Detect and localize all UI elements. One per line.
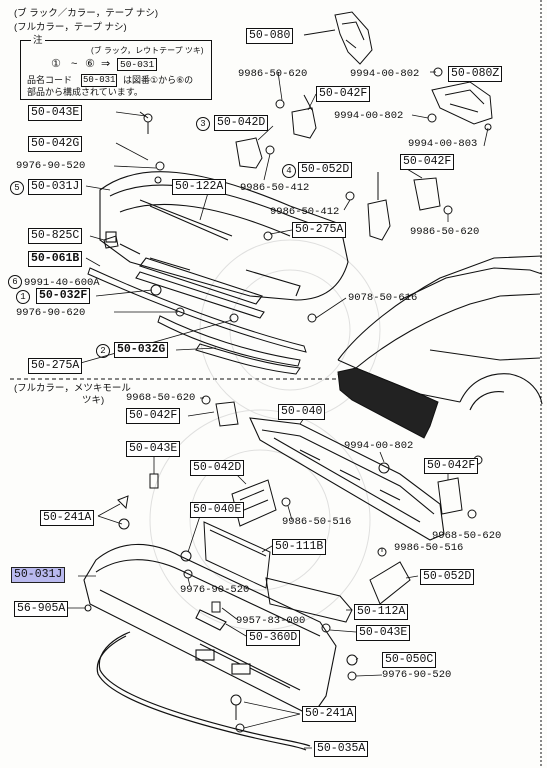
part-label-50-042f-a[interactable]: 50-042F [316, 86, 371, 102]
legend-c6: ⑥ [85, 58, 95, 70]
part-label-circle-1[interactable]: 1 [16, 290, 32, 304]
circle-6-icon: 6 [8, 275, 22, 289]
part-label-9986-50-620-b[interactable]: 9986-50-620 [410, 226, 480, 238]
part-label-50-061b[interactable]: 50-061B [28, 251, 83, 267]
part-label-50-080z[interactable]: 50-080Z [448, 66, 503, 82]
part-label-50-043e-c[interactable]: 50-043E [356, 625, 411, 641]
part-label-9986-50-412-b[interactable]: 9986-50-412 [270, 206, 340, 218]
bracket-50-052d-lower [369, 547, 411, 605]
mid-note-1: (フルカラー，メツキモール [14, 383, 131, 394]
part-9991-40-600a: 9991-40-600A [24, 276, 100, 289]
strip-50-035a [96, 631, 311, 751]
part-label-9078-50-616[interactable]: 9078-50-616 [348, 292, 418, 304]
part-label-circle-4[interactable]: 4 [282, 164, 298, 178]
part-label-50-042f-b[interactable]: 50-042F [400, 154, 455, 170]
part-label-50-275a-b[interactable]: 50-275A [28, 358, 83, 374]
mid-note-2: ツキ) [82, 395, 105, 406]
part-label-56-905a[interactable]: 56-905A [14, 601, 69, 617]
legend-title: 注 [31, 35, 45, 46]
part-label-9986-50-516-a[interactable]: 9986-50-516 [282, 516, 352, 528]
part-label-50-241a-a[interactable]: 50-241A [40, 510, 95, 526]
part-label-50-080[interactable]: 50-080 [246, 28, 294, 44]
circle-4-icon: 4 [282, 164, 296, 178]
part-label-50-042d-b[interactable]: 50-042D [190, 460, 245, 476]
moulding-strips [87, 267, 307, 375]
part-label-50-360d[interactable]: 50-360D [246, 630, 301, 646]
part-label-9986-50-516-b[interactable]: 9986-50-516 [394, 542, 464, 554]
part-label-50-050c[interactable]: 50-050C [382, 652, 437, 668]
bracket-50-042d-top [235, 137, 275, 169]
part-label-50-241a-b[interactable]: 50-241A [302, 706, 357, 722]
part-label-50-031j-a[interactable]: 50-031J [28, 179, 83, 195]
circle-5-icon: 5 [10, 181, 24, 195]
strip-50-111b [203, 521, 271, 589]
part-label-50-122a[interactable]: 50-122A [172, 179, 227, 195]
legend-line3: 部品から構成されています。 [27, 87, 143, 97]
part-label-9968-50-620-a[interactable]: 9968-50-620 [126, 392, 196, 404]
legend-line2c: は図番①から⑥の [123, 75, 194, 85]
fasteners-upper [103, 111, 317, 323]
reinforcement-50-040 [249, 417, 445, 541]
circle-2-icon: 2 [96, 344, 110, 358]
part-label-9968-50-620-b[interactable]: 9968-50-620 [432, 530, 502, 542]
legend-line2a: 品名コード [27, 75, 73, 85]
part-label-50-112a[interactable]: 50-112A [354, 604, 409, 620]
part-label-9986-50-412-a[interactable]: 9986-50-412 [240, 182, 310, 194]
legend-sub: (ブ ラック，レウトテープ ツキ) [91, 46, 204, 55]
moulding-50-112a [265, 577, 353, 623]
legend-c1: ① [51, 58, 61, 70]
part-label-9994-00-802-c[interactable]: 9994-00-802 [344, 440, 414, 452]
circle-1-icon: 1 [16, 290, 30, 304]
part-label-50-042g[interactable]: 50-042G [28, 136, 83, 152]
bracket-50-042f-lower-left [201, 395, 239, 427]
header-note-2: (フルカラー，テープ ナシ) [14, 22, 127, 33]
part-label-9976-90-520-c[interactable]: 9976-90-520 [382, 669, 452, 681]
part-label-50-052d-a[interactable]: 50-052D [298, 162, 353, 178]
part-label-50-042f-c[interactable]: 50-042F [126, 408, 181, 424]
bracket-50-042f-lower-right [437, 477, 477, 519]
part-label-50-042d-a[interactable]: 50-042D [214, 115, 269, 131]
part-label-50-825c[interactable]: 50-825C [28, 228, 83, 244]
part-label-50-043e-a[interactable]: 50-043E [28, 105, 83, 121]
part-label-9976-90-520-b[interactable]: 9976-90-520 [180, 584, 250, 596]
car-illustration [337, 255, 543, 431]
bracket-50-042f-top [275, 94, 317, 139]
part-label-50-042f-d[interactable]: 50-042F [424, 458, 479, 474]
legend-part: 50-031 [117, 58, 158, 71]
bracket-50-080 [303, 11, 373, 65]
part-label-circle-2[interactable]: 2 [96, 344, 112, 358]
part-label-50-040e[interactable]: 50-040E [190, 502, 245, 518]
part-label-9994-00-802-b[interactable]: 9994-00-802 [334, 110, 404, 122]
part-label-circle-3[interactable]: 3 [196, 117, 212, 131]
fasteners-lower [84, 455, 483, 733]
part-label-50-111b[interactable]: 50-111B [272, 539, 327, 555]
part-label-9986-50-620-a[interactable]: 9986-50-620 [238, 68, 308, 80]
part-label-9976-90-620[interactable]: 9976-90-620 [16, 307, 86, 319]
part-label-50-043e-b[interactable]: 50-043E [126, 441, 181, 457]
part-label-circle-5[interactable]: 5 [10, 181, 26, 195]
part-label-50-040[interactable]: 50-040 [278, 404, 326, 420]
part-label-9994-00-802-a[interactable]: 9994-00-802 [350, 68, 420, 80]
part-label-50-032g[interactable]: 50-032G [114, 342, 169, 358]
part-label-9994-00-803[interactable]: 9994-00-803 [408, 138, 478, 150]
legend-line2b: 50-031 [81, 74, 118, 87]
part-label-50-275a-a[interactable]: 50-275A [292, 222, 347, 238]
part-label-9957-83-000[interactable]: 9957-83-000 [236, 615, 306, 627]
circle-3-icon: 3 [196, 117, 210, 131]
bracket-50-042f-right [413, 177, 453, 215]
bracket-50-052d-top [345, 172, 391, 241]
header-note-1: (ブ ラック／カラー，テープ ナシ) [14, 8, 159, 19]
part-label-50-052d-b[interactable]: 50-052D [420, 569, 475, 585]
car-bumper-black [337, 367, 439, 439]
part-label-50-035a[interactable]: 50-035A [314, 741, 369, 757]
part-label-9976-90-520-a[interactable]: 9976-90-520 [16, 160, 86, 172]
part-label-50-032f[interactable]: 50-032F [36, 288, 91, 304]
legend-arrow: ⇒ [101, 58, 111, 70]
legend-inset: 注 (ブ ラック，レウトテープ ツキ) ① ~ ⑥ ⇒ 50-031 品名コード… [20, 35, 212, 100]
part-label-50-031j-b[interactable]: 50-031J [11, 567, 66, 583]
